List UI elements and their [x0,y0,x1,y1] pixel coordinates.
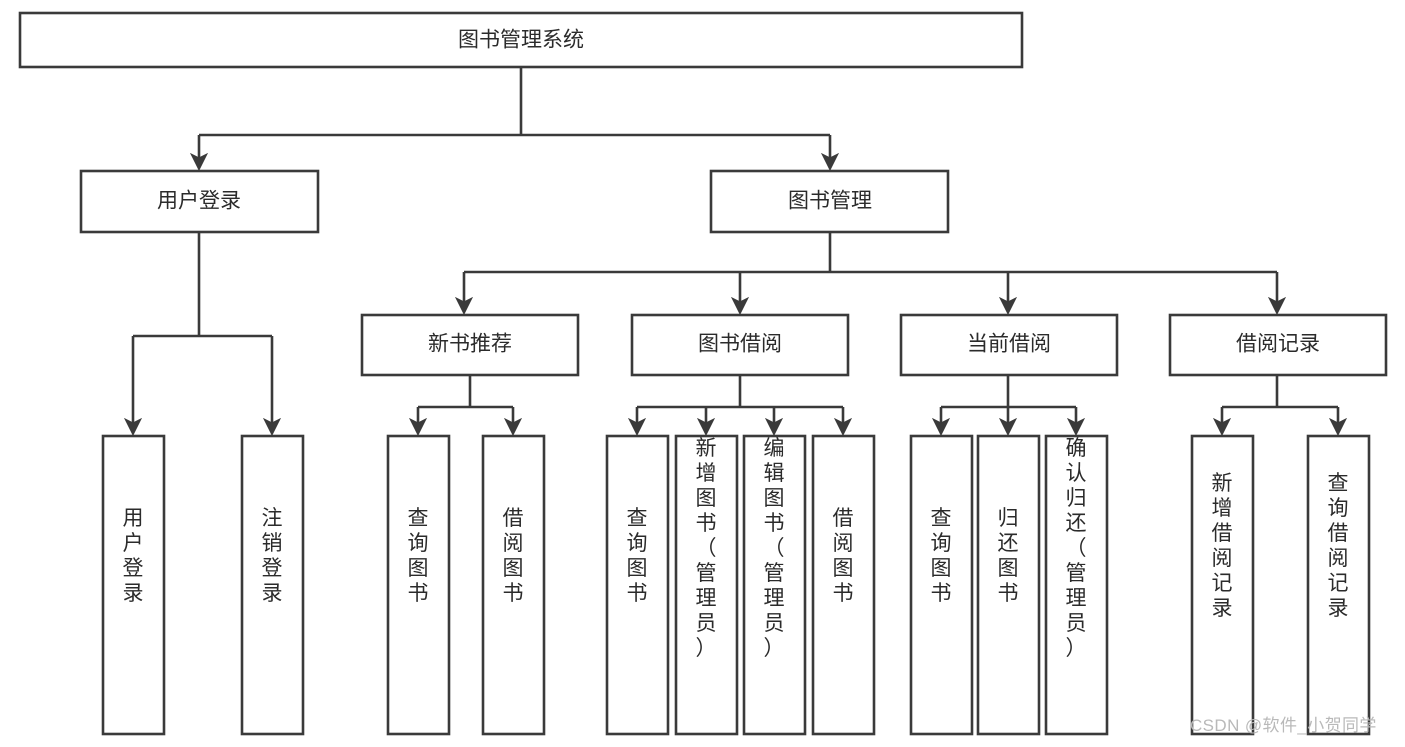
node-leaf-edit-book-label: 编辑图书（管理员） [764,437,785,660]
node-current-borrow[interactable]: 当前借阅 [899,313,1119,377]
node-leaf-borrow-book-1[interactable]: 借阅图书 [481,434,546,736]
node-leaf-confirm-return-label: 确认归还（管理员） [1066,437,1087,660]
node-leaf-query-book-1-label: 查询图书 [408,507,429,605]
node-leaf-query-book-2[interactable]: 查询图书 [605,434,670,736]
node-borrow-record-label: 借阅记录 [1236,333,1320,356]
node-leaf-logout-login-label: 注销登录 [262,507,283,605]
node-borrow-record[interactable]: 借阅记录 [1168,313,1388,377]
node-leaf-confirm-return[interactable]: 确认归还（管理员） [1044,434,1109,736]
node-leaf-borrow-book-1-label: 借阅图书 [503,507,524,605]
node-book-manage[interactable]: 图书管理 [709,169,950,234]
node-leaf-borrow-book-2-label: 借阅图书 [833,507,854,605]
node-leaf-query-book-2-label: 查询图书 [627,507,648,605]
nodes-layer: 图书管理系统 用户登录 图书管理 新书推荐 图书借阅 [18,11,1388,736]
node-book-manage-label: 图书管理 [788,190,872,213]
node-leaf-add-book[interactable]: 新增图书（管理员） [674,434,739,736]
node-leaf-add-record-label: 新增借阅记录 [1212,472,1233,620]
node-new-book-recommend[interactable]: 新书推荐 [360,313,580,377]
node-root-label: 图书管理系统 [458,29,584,52]
node-leaf-edit-book[interactable]: 编辑图书（管理员） [742,434,807,736]
node-leaf-return-book-label: 归还图书 [998,507,1019,605]
node-leaf-query-record-label: 查询借阅记录 [1328,472,1349,620]
node-leaf-add-book-label: 新增图书（管理员） [696,437,717,660]
node-leaf-return-book[interactable]: 归还图书 [976,434,1041,736]
node-leaf-query-book-3[interactable]: 查询图书 [909,434,974,736]
edges-layer [123,67,1348,437]
node-leaf-query-book-3-label: 查询图书 [931,507,952,605]
node-user-login[interactable]: 用户登录 [79,169,320,234]
node-user-login-label: 用户登录 [157,190,241,213]
node-root[interactable]: 图书管理系统 [18,11,1024,69]
csdn-watermark: CSDN @软件_小贺同学 [1190,716,1377,735]
node-leaf-query-book-1[interactable]: 查询图书 [386,434,451,736]
node-leaf-borrow-book-2[interactable]: 借阅图书 [811,434,876,736]
node-book-borrow-label: 图书借阅 [698,333,782,356]
node-leaf-add-record[interactable]: 新增借阅记录 [1190,434,1255,736]
node-book-borrow[interactable]: 图书借阅 [630,313,850,377]
node-leaf-query-record[interactable]: 查询借阅记录 [1306,434,1371,736]
node-leaf-user-login-label: 用户登录 [123,507,144,605]
node-leaf-user-login[interactable]: 用户登录 [101,434,166,736]
node-new-book-recommend-label: 新书推荐 [428,333,512,356]
node-current-borrow-label: 当前借阅 [967,333,1051,356]
node-leaf-logout-login[interactable]: 注销登录 [240,434,305,736]
